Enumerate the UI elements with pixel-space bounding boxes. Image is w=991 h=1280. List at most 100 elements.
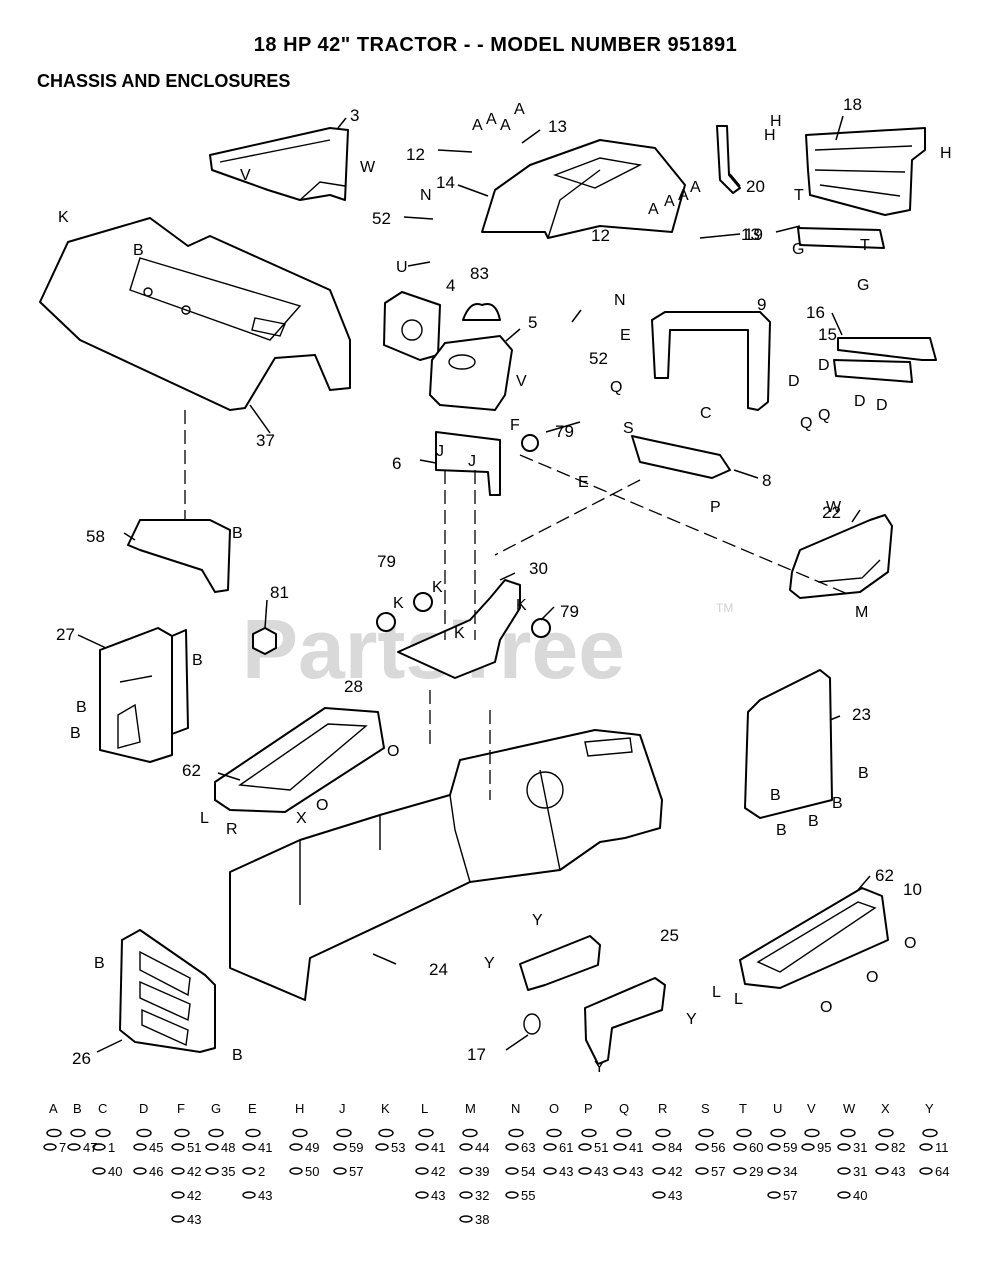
hardware-letter: V (807, 1101, 816, 1116)
hardware-part-number: 59 (783, 1140, 797, 1155)
hardware-letter: Q (619, 1101, 629, 1116)
hardware-letter: D (139, 1101, 148, 1116)
fastener-icon (208, 1128, 224, 1138)
reference-letter: O (820, 999, 832, 1016)
hardware-part-number: 41 (258, 1140, 272, 1155)
fastener-icon (546, 1128, 562, 1138)
washer-icon (333, 1167, 347, 1175)
hardware-part-number: 57 (349, 1164, 363, 1179)
washer-icon (837, 1167, 851, 1175)
part-28-footrest (214, 707, 385, 813)
reference-letter: B (770, 787, 781, 804)
reference-letter: N (614, 292, 626, 309)
reference-letter: Q (800, 415, 812, 432)
reference-letter: J (436, 443, 444, 460)
hardware-letter: H (295, 1101, 304, 1116)
hardware-part-number: 38 (475, 1212, 489, 1227)
hardware-part-number: 29 (749, 1164, 763, 1179)
callout-number: 26 (72, 1049, 91, 1068)
hardware-letter: O (549, 1101, 559, 1116)
part-26-side-panel (119, 929, 216, 1053)
callout-number: 52 (589, 349, 608, 368)
reference-letter: F (510, 417, 520, 434)
reference-letter: B (808, 813, 819, 830)
fastener-icon (878, 1128, 894, 1138)
washer-icon (289, 1167, 303, 1175)
fastener-icon (462, 1128, 478, 1138)
hardware-part-number: 43 (559, 1164, 573, 1179)
reference-letter: O (866, 969, 878, 986)
part-30-bracket (397, 579, 521, 679)
part-14-hood (481, 139, 686, 239)
reference-letter: J (468, 453, 476, 470)
hardware-part-number: 41 (431, 1140, 445, 1155)
fastener-icon (292, 1128, 308, 1138)
part-3-dash-panel (209, 127, 349, 201)
hardware-letter: K (381, 1101, 390, 1116)
part-15-16-grille-insert (833, 337, 937, 383)
hardware-part-number: 50 (305, 1164, 319, 1179)
fastener-icon (736, 1128, 752, 1138)
callout-number: 23 (852, 705, 871, 724)
washer-icon (543, 1167, 557, 1175)
hardware-letter: E (248, 1101, 257, 1116)
hardware-part-number: 63 (521, 1140, 535, 1155)
callout-number: 22 (822, 503, 841, 522)
reference-letter: K (516, 597, 527, 614)
hardware-part-number: 43 (258, 1188, 272, 1203)
fastener-icon (336, 1128, 352, 1138)
part-19-grille-bracket (797, 227, 885, 249)
washer-icon (505, 1143, 519, 1151)
washer-icon (733, 1143, 747, 1151)
callout-number: 13 (741, 225, 760, 244)
hardware-letter: L (421, 1101, 428, 1116)
callout-number: 14 (436, 173, 455, 192)
hardware-part-number: 39 (475, 1164, 489, 1179)
reference-letter: Q (818, 407, 830, 424)
reference-letter: T (860, 237, 870, 254)
washer-icon (92, 1167, 106, 1175)
callout-number: 28 (344, 677, 363, 696)
hardware-part-number: 84 (668, 1140, 682, 1155)
reference-letter: W (826, 499, 842, 516)
reference-letter: B (858, 765, 869, 782)
reference-letter: K (58, 209, 69, 226)
washer-icon (875, 1143, 889, 1151)
fastener-icon (655, 1128, 671, 1138)
hardware-letter: B (73, 1101, 82, 1116)
hardware-letter: S (701, 1101, 710, 1116)
hardware-column-v: V95 (801, 1101, 831, 1155)
callout-number: 25 (660, 926, 679, 945)
hardware-part-number: 42 (431, 1164, 445, 1179)
washer-icon (333, 1143, 347, 1151)
reference-letter: B (192, 652, 203, 669)
callout-number: 62 (182, 761, 201, 780)
part-20-latch (716, 125, 741, 194)
washer-icon (919, 1167, 933, 1175)
hardware-part-number: 34 (783, 1164, 797, 1179)
reference-letter: O (387, 743, 399, 760)
reference-letter: K (432, 579, 443, 596)
reference-letter: Y (484, 955, 495, 972)
hardware-letter: N (511, 1101, 520, 1116)
reference-letter: V (240, 167, 251, 184)
reference-letter: V (516, 373, 527, 390)
hardware-letter: C (98, 1101, 107, 1116)
washer-icon (801, 1143, 815, 1151)
reference-letter: G (792, 241, 804, 258)
reference-letter: D (854, 393, 866, 410)
reference-letter: M (855, 604, 868, 621)
hardware-part-number: 41 (629, 1140, 643, 1155)
